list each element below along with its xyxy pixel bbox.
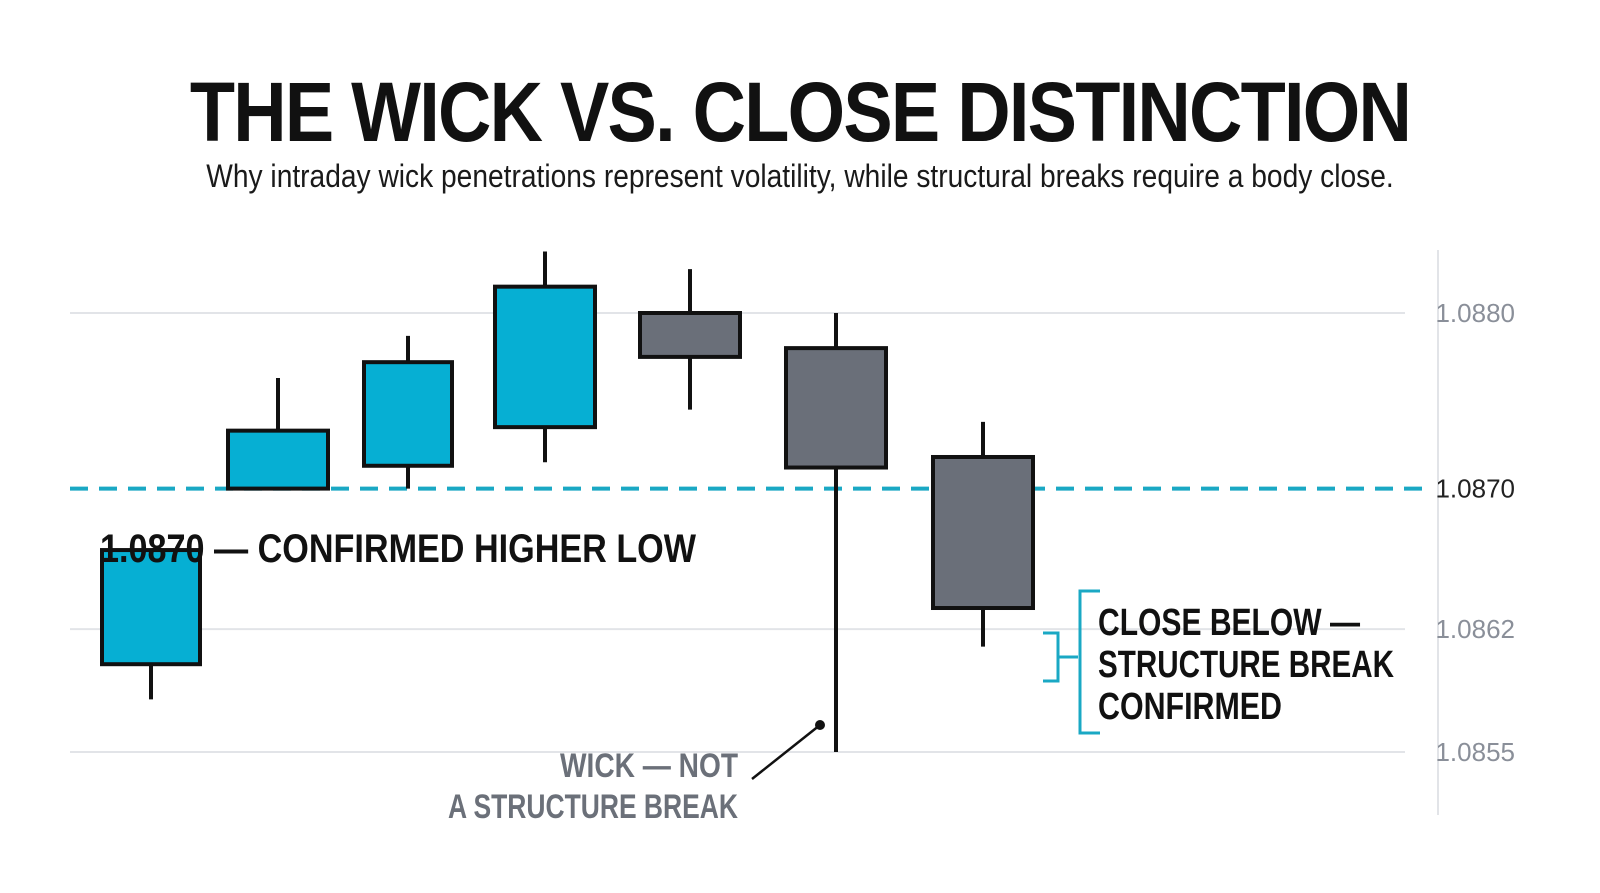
candle <box>100 548 202 700</box>
candle <box>362 335 454 489</box>
candle <box>226 377 330 491</box>
close-annotation-line-1: CLOSE BELOW — <box>1098 602 1360 644</box>
candles <box>100 251 1035 752</box>
candle-body <box>638 311 742 359</box>
candle-body <box>931 454 1035 611</box>
y-tick-label: 1.0870 <box>1435 474 1515 504</box>
chart-title: THE WICK VS. CLOSE DISTINCTION <box>189 65 1412 159</box>
candle-body <box>784 346 888 470</box>
level-annotation: 1.0870 — CONFIRMED HIGHER LOW <box>100 527 696 571</box>
wick-leader-line <box>751 724 821 780</box>
close-annotation-line-3: CONFIRMED <box>1098 686 1282 728</box>
y-tick-label: 1.0862 <box>1435 614 1515 644</box>
candle-body <box>226 428 330 491</box>
y-axis-ticks: 1.0880 1.0870 1.0862 1.0855 <box>1435 298 1515 767</box>
close-annotation: CLOSE BELOW — STRUCTURE BREAK CONFIRMED <box>1043 589 1394 735</box>
y-tick-label: 1.0855 <box>1435 737 1515 767</box>
close-bracket <box>1043 589 1100 735</box>
candle-body <box>100 548 202 667</box>
wick-leader-dot <box>815 720 825 730</box>
candle <box>493 251 597 463</box>
candle <box>931 421 1035 647</box>
candle <box>784 313 888 752</box>
wick-annotation-line-2: A STRUCTURE BREAK <box>448 788 738 826</box>
wick-annotation-line-1: WICK — NOT <box>560 747 738 785</box>
close-annotation-line-2: STRUCTURE BREAK <box>1098 644 1394 686</box>
candle-body <box>493 284 597 430</box>
chart-subtitle: Why intraday wick penetrations represent… <box>206 158 1394 194</box>
wick-annotation: WICK — NOT A STRUCTURE BREAK <box>448 720 825 826</box>
candle <box>638 269 742 410</box>
y-tick-label: 1.0880 <box>1435 298 1515 328</box>
candle-body <box>362 360 454 468</box>
